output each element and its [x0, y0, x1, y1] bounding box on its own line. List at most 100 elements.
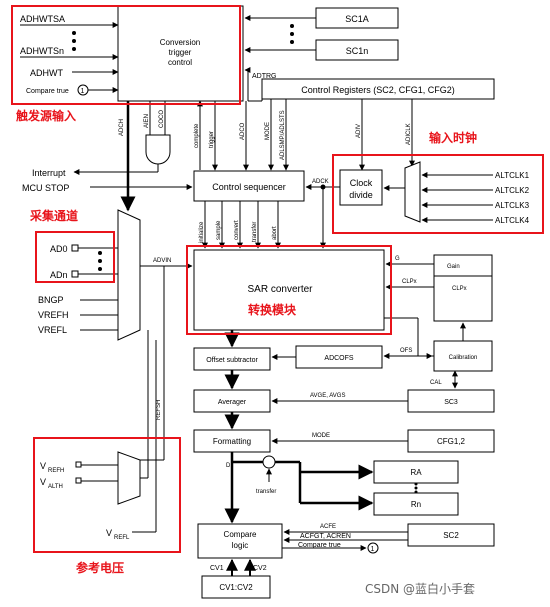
trigger-control-line2: trigger	[169, 48, 192, 57]
g-label: G	[395, 256, 400, 262]
averager-label: Averager	[218, 399, 247, 406]
adiclk-label: ADICLK	[406, 123, 412, 145]
vref-mux-icon	[117, 451, 141, 505]
sar-converter-label: SAR converter	[247, 284, 313, 295]
calibration-block	[433, 340, 493, 372]
compare-logic-line1: Compare	[224, 530, 257, 539]
mode2-label: MODE	[312, 433, 330, 439]
adlsmp-label: ADLSMP/ADLSTS	[280, 110, 286, 160]
cal-label: CAL	[430, 380, 442, 386]
sc1n-label: SC1n	[346, 46, 369, 56]
trigger-label: trigger	[209, 131, 215, 148]
acfe-label: ACFE	[320, 524, 336, 530]
reference-annotation: 参考电压	[76, 560, 124, 575]
clock-divide-block	[339, 169, 383, 206]
clock-input-annotation: 输入时钟	[429, 130, 477, 145]
avge-label: AVGE, AVGS	[310, 393, 345, 399]
convert-label: convert	[234, 220, 240, 240]
connector-1-label: 1	[371, 546, 375, 553]
sc2-label: SC2	[443, 531, 459, 540]
rn-label: Rn	[411, 500, 421, 509]
mcu-stop-label: MCU STOP	[22, 183, 69, 193]
calibration-label: Calibration	[449, 355, 478, 361]
sc1a-label: SC1A	[345, 14, 369, 24]
adhwt-label: ADHWT	[30, 68, 63, 78]
watermark: CSDN @蓝白小手套	[365, 581, 475, 596]
advin-label: ADVIN	[153, 258, 171, 264]
trigger-input-highlight	[11, 5, 241, 105]
ra-label: RA	[410, 468, 422, 477]
control-sequencer-label: Control sequencer	[212, 182, 286, 192]
control-registers-label: Control Registers (SC2, CFG1, CFG2)	[301, 85, 455, 95]
mode-label: MODE	[265, 122, 271, 140]
acfgt-label: ACFGT, ACREN	[300, 533, 351, 540]
vrefh-v: V	[40, 461, 46, 471]
ellipsis-dot	[72, 31, 76, 35]
ellipsis-dot	[72, 39, 76, 43]
vrefl-label: VREFL	[38, 325, 67, 335]
adch-label: ADCH	[119, 119, 125, 136]
interrupt-label: Interrupt	[32, 168, 66, 178]
bngp-label: BNGP	[38, 295, 64, 305]
refsh-label: REFSH	[156, 400, 162, 420]
initialize-label: initialize	[199, 221, 205, 243]
transfer-label: transfer	[252, 222, 258, 242]
valth-sub: ALTH	[48, 484, 63, 490]
clock-mux-icon	[404, 161, 421, 223]
adcofs-label: ADCOFS	[324, 355, 354, 362]
clock-input-highlight	[332, 154, 544, 234]
connector-1-icon	[367, 542, 379, 554]
altclk1-label: ALTCLK1	[495, 171, 530, 180]
sc3-label: SC3	[444, 399, 458, 406]
connector-1-label: 1	[81, 88, 85, 95]
cv1cv2-register	[201, 575, 271, 599]
adtrg-label: ADTRG	[252, 73, 277, 80]
cv1-label: CV1	[210, 565, 224, 572]
sc2-register	[407, 523, 495, 547]
clpx-label: CLPx	[452, 286, 467, 292]
clock-divide-line1: Clock	[350, 178, 373, 188]
and-gate-icon	[145, 134, 171, 165]
channels-highlight	[35, 231, 115, 283]
valth-v: V	[40, 477, 46, 487]
complete-label: complete	[194, 123, 200, 148]
trigger-control-line3: control	[168, 58, 192, 67]
trigger-control-block	[117, 5, 244, 102]
offset-subtractor-label: Offset subtractor	[206, 357, 258, 364]
vrefh-label: VREFH	[38, 310, 69, 320]
ofs-label: OFS	[400, 348, 412, 354]
coco-label: COCO	[159, 110, 165, 128]
abort-label: abort	[272, 226, 278, 240]
vrefh-sub: REFH	[48, 468, 64, 474]
compare-logic-line2: logic	[232, 541, 248, 550]
adco-label: ADCO	[240, 122, 246, 140]
altclk4-label: ALTCLK4	[495, 216, 530, 225]
trigger-input-annotation: 触发源输入	[16, 108, 76, 123]
cv1cv2-label: CV1:CV2	[219, 583, 253, 592]
altclk3-label: ALTCLK3	[495, 201, 530, 210]
channels-annotation: 采集通道	[29, 208, 78, 223]
clpx-signal-label: CLPx	[402, 279, 417, 285]
sar-converter-block	[193, 249, 385, 331]
adck-label: ADCK	[312, 179, 329, 185]
conversion-highlight	[186, 245, 392, 335]
gain-label: Gain	[447, 264, 460, 270]
ad0-label: AD0	[50, 244, 68, 254]
sample-label: sample	[216, 220, 222, 240]
vrefl-sub: REFL	[114, 535, 130, 541]
adiv-label: ADIV	[356, 124, 362, 138]
adhwtsn-label: ADHWTSn	[20, 46, 64, 56]
formatting-label: Formatting	[213, 437, 251, 446]
gain-clpx-block	[433, 254, 493, 322]
altclk2-label: ALTCLK2	[495, 186, 530, 195]
cfg12-label: CFG1,2	[437, 437, 466, 446]
clock-divide-line2: divide	[349, 190, 373, 200]
aien-label: AIEN	[144, 114, 150, 128]
conversion-annotation: 转换模块	[248, 302, 297, 317]
d-label: D	[226, 463, 231, 469]
adhwtsa-label: ADHWTSA	[20, 14, 65, 24]
transfer2-label: transfer	[256, 489, 276, 495]
vrefl-v: V	[106, 528, 112, 538]
control-registers-block	[261, 78, 495, 100]
